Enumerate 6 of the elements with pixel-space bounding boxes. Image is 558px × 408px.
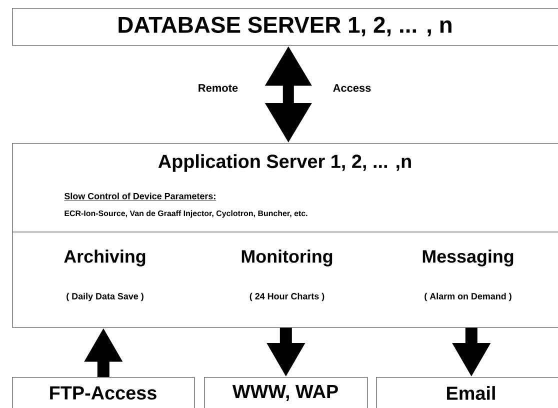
- text-label: Access: [333, 84, 371, 92]
- server-box: DATABASE SERVER 1, 2, ... , n: [12, 8, 558, 46]
- server-box: WWW, WAP: [204, 377, 368, 408]
- server-box: Email: [376, 377, 558, 408]
- server-box: FTP-Access: [12, 377, 195, 408]
- text-label: Remote: [198, 84, 238, 92]
